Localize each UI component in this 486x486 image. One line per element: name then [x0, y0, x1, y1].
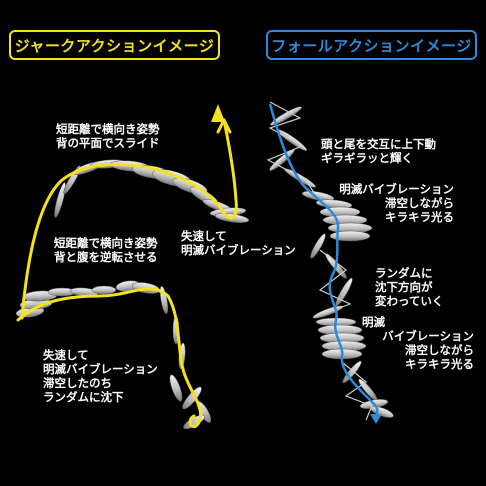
fall-note-random-line1: ランダムに — [375, 266, 433, 280]
jerk-arrowhead — [211, 104, 225, 122]
jerk-note-sink-line3: 滞空したのち — [43, 376, 112, 390]
jerk-note-sink-line1: 失速して — [43, 348, 89, 362]
jerk-note-slide-line1: 短距離で横向き姿勢 — [56, 122, 160, 136]
jerk-note-flip-line2: 背と腹を逆転させる — [54, 250, 158, 264]
fall-note-random: ランダムに 沈下方向が 変わっていく — [375, 266, 443, 308]
jerk-note-stall-upper-line2: 明滅バイブレーション — [181, 243, 296, 257]
jerk-note-sink: 失速して 明滅バイブレーション 滞空したのち ランダムに沈下 — [43, 348, 158, 404]
jerk-note-sink-line4: ランダムに沈下 — [43, 390, 124, 404]
fall-note-vibration-upper: 明滅バイブレーション 滞空しながら キラキラ光る — [336, 182, 454, 224]
fall-note-vibration-lower-line3: 滞空しながら — [405, 343, 474, 357]
fall-note-random-line2: 沈下方向が — [375, 280, 433, 294]
jerk-action-title: ジャークアクションイメージ — [9, 30, 220, 60]
fall-path — [268, 103, 379, 415]
fall-note-vibration-upper-line1: 明滅バイブレーション — [339, 182, 454, 196]
jerk-note-sink-line2: 明滅バイブレーション — [43, 362, 158, 376]
fall-note-vibration-lower: 明滅 バイブレーション 滞空しながら キラキラ光る — [362, 315, 474, 371]
jerk-note-slide-line2: 背の平面でスライド — [56, 136, 160, 150]
jerk-note-slide: 短距離で横向き姿勢 背の平面でスライド — [56, 122, 160, 150]
jerk-note-stall-upper: 失速して 明滅バイブレーション — [181, 229, 296, 257]
fall-note-head-tail: 頭と尾を交互に上下動 ギラギラッと輝く — [321, 137, 436, 165]
fall-note-random-line3: 変わっていく — [375, 294, 444, 308]
fall-note-vibration-upper-line2: 滞空しながら — [385, 196, 454, 210]
fall-note-head-tail-line1: 頭と尾を交互に上下動 — [321, 137, 436, 151]
fall-note-vibration-lower-line4: キラキラ光る — [405, 357, 474, 371]
fall-note-vibration-lower-line1: 明滅 — [362, 315, 385, 329]
fall-note-vibration-upper-line3: キラキラ光る — [385, 210, 454, 224]
fall-note-vibration-lower-line2: バイブレーション — [382, 329, 474, 343]
fall-end-marker — [370, 414, 382, 424]
fall-action-title: フォールアクションイメージ — [266, 30, 477, 60]
jerk-note-stall-upper-line1: 失速して — [181, 229, 227, 243]
jerk-note-flip-line1: 短距離で横向き姿勢 — [54, 236, 158, 250]
jerk-note-flip: 短距離で横向き姿勢 背と腹を逆転させる — [54, 236, 158, 264]
fall-note-head-tail-line2: ギラギラッと輝く — [321, 151, 413, 165]
